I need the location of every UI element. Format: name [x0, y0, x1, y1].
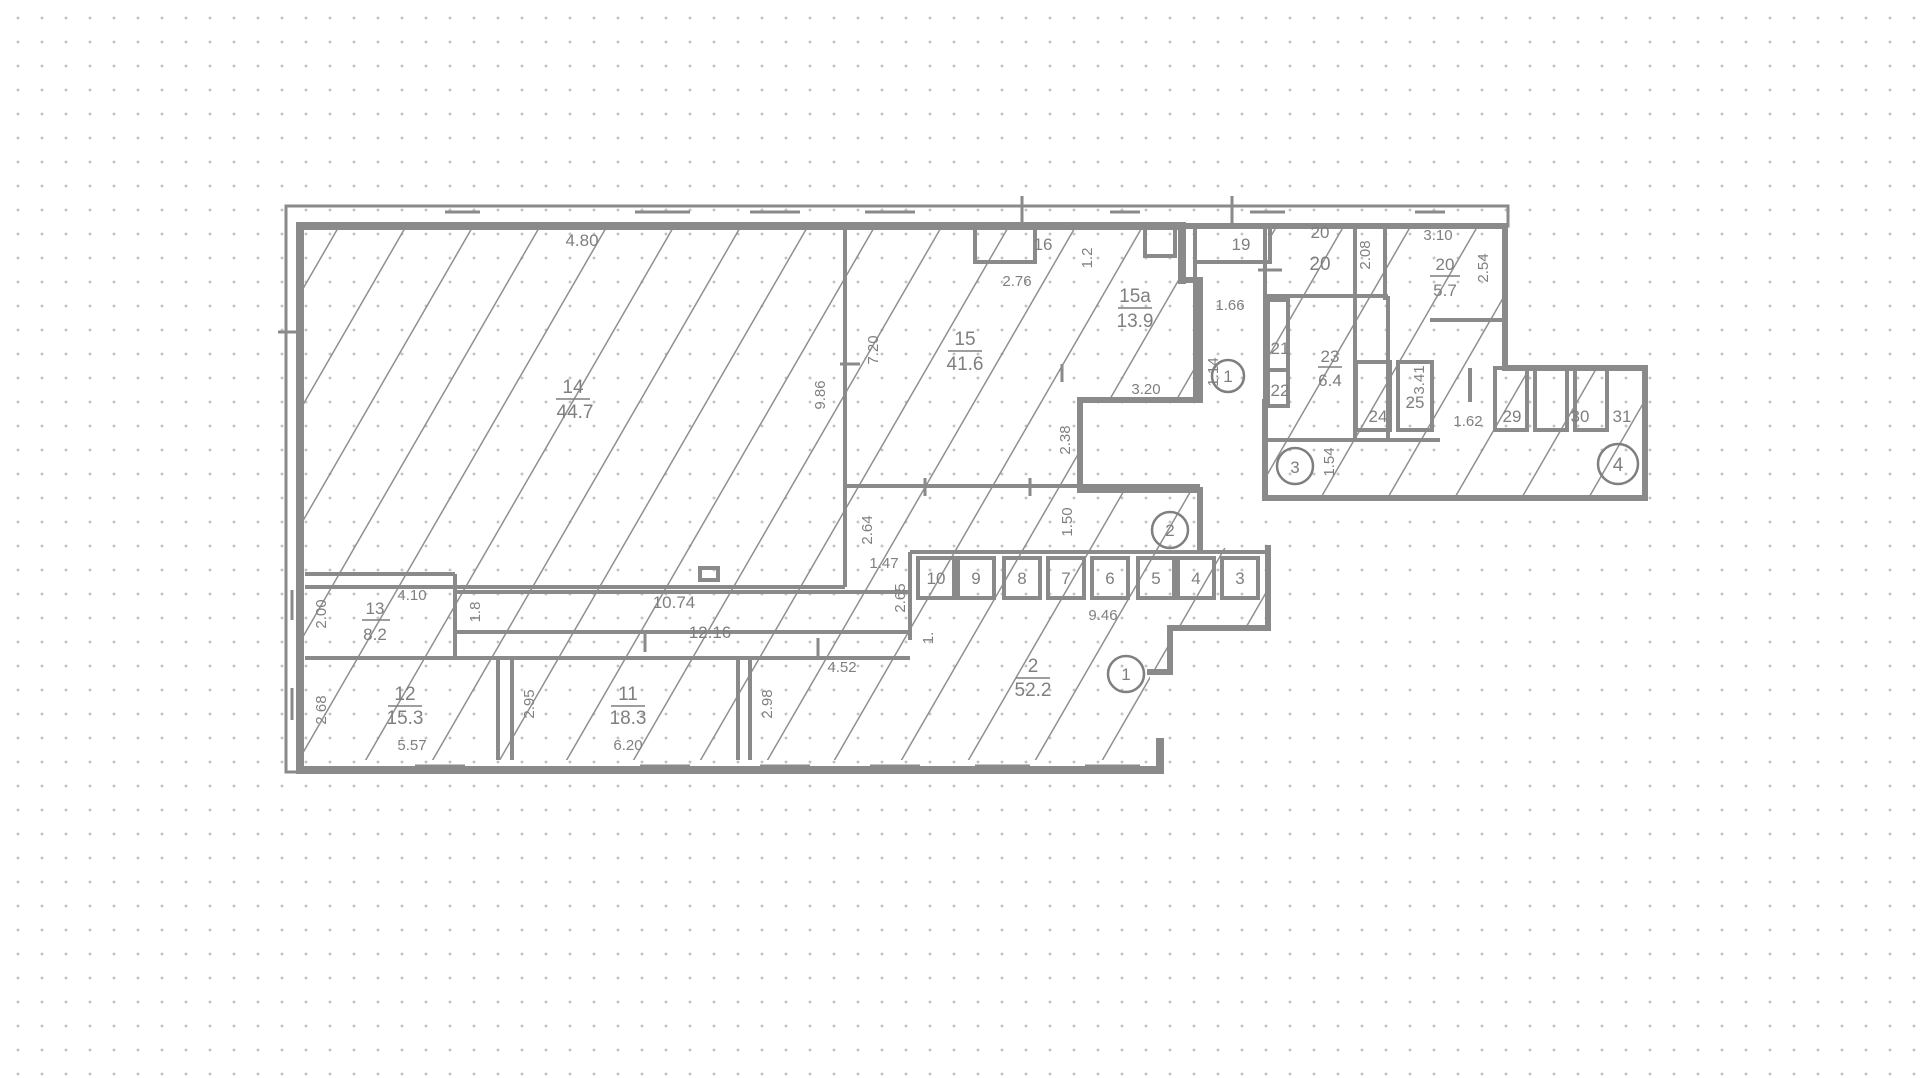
room-15a-number: 15а [1119, 286, 1151, 307]
section-mark-2-label: 2 [1165, 521, 1174, 540]
dim-1-2x: 1.2 [1079, 248, 1096, 269]
room-15-area: 41.6 [947, 354, 984, 375]
dim-2-65: 2.65 [892, 583, 909, 612]
dim-1-62: 1.62 [1453, 413, 1482, 430]
window-marks [278, 196, 1445, 768]
dim-1-partial: 1. [920, 632, 937, 645]
section-mark-3-label: 3 [1290, 458, 1299, 477]
cell-3-number: 3 [1235, 569, 1244, 588]
room-12-number: 12 [394, 684, 415, 705]
dimension-labels: 4.80 2.76 1.2 7.20 9.86 1.66 1.14 3.20 2… [313, 227, 1492, 754]
section-mark-circles [1106, 358, 1640, 694]
dim-3-41: 3.41 [1411, 365, 1428, 394]
dim-2-98: 2.98 [759, 689, 776, 718]
dim-3-20: 3.20 [1131, 381, 1160, 398]
room-15a-area: 13.9 [1117, 311, 1154, 332]
room-14-number: 14 [562, 377, 584, 398]
dim-1-50: 1.50 [1059, 507, 1076, 536]
dim-2-00: 2.00 [313, 599, 330, 628]
section-mark-circle-1 [1210, 358, 1246, 394]
dim-10-74: 10.74 [653, 593, 696, 612]
section-mark-circle-2 [1150, 510, 1190, 550]
section-mark-5-label: 1 [1121, 665, 1130, 684]
room-20b-area: 5.7 [1433, 281, 1457, 300]
dim-1-66: 1.66 [1215, 297, 1244, 314]
room-11-area: 18.3 [610, 708, 647, 729]
room-30-number: 30 [1571, 407, 1590, 426]
dim-4-80: 4.80 [565, 231, 598, 250]
outer-walls [284, 204, 1648, 774]
dim-6-20: 6.20 [613, 737, 642, 754]
storage-cell-labels: 10 9 8 7 6 5 4 3 [927, 569, 1245, 588]
dim-1-54: 1.54 [1321, 447, 1338, 476]
cell-10-number: 10 [927, 569, 946, 588]
room-23-number: 23 [1321, 347, 1340, 366]
room-2-number: 2 [1028, 656, 1039, 677]
room-12-area: 15.3 [387, 708, 424, 729]
dim-3-10: 3.10 [1423, 227, 1452, 244]
dim-9-46: 9.46 [1088, 607, 1117, 624]
dim-5-57: 5.57 [397, 737, 426, 754]
dim-1-14: 1.14 [1205, 357, 1222, 386]
dim-4-52: 4.52 [827, 659, 856, 676]
section-mark-circle-3 [1275, 446, 1315, 486]
storage-cells [916, 556, 1260, 600]
room-25-number: 25 [1406, 393, 1425, 412]
dim-7-20: 7.20 [865, 335, 882, 364]
section-mark-1-label: 1 [1223, 367, 1232, 386]
cell-9-number: 9 [971, 569, 980, 588]
cell-5-number: 5 [1151, 569, 1160, 588]
cell-6-number: 6 [1105, 569, 1114, 588]
dim-1-47: 1.47 [869, 555, 898, 572]
dim-2-68: 2.68 [313, 695, 330, 724]
room-13-number: 13 [366, 599, 385, 618]
room-13-area: 8.2 [363, 625, 387, 644]
room-20a-area: 20 [1309, 254, 1330, 275]
room-19-number: 19 [1232, 235, 1251, 254]
dim-1-8: 1.8 [467, 602, 484, 623]
room-29-number: 29 [1503, 407, 1522, 426]
room-15-number: 15 [954, 329, 975, 350]
room-labels: 14 44.7 15 41.6 15а 13.9 16 19 20 20 20 … [362, 223, 1631, 729]
room-11-number: 11 [618, 684, 638, 705]
cell-4-number: 4 [1191, 569, 1200, 588]
dim-2-54: 2.54 [1475, 253, 1492, 282]
dim-2-08: 2.08 [1357, 240, 1374, 269]
room-20b-number: 20 [1436, 255, 1455, 274]
room-24-number: 24 [1369, 407, 1388, 426]
section-mark-circle-5 [1106, 654, 1146, 694]
section-mark-4-label: 4 [1613, 455, 1624, 476]
room-22-number: 22 [1271, 381, 1290, 400]
room-21-number: 21 [1271, 339, 1290, 358]
dim-9-86: 9.86 [812, 380, 829, 409]
dim-2-95: 2.95 [521, 689, 538, 718]
section-mark-circle-4 [1596, 442, 1640, 486]
room-20-number: 20 [1311, 223, 1330, 242]
room-2-area: 52.2 [1015, 680, 1052, 701]
interior-walls [305, 224, 1609, 760]
dim-2-38: 2.38 [1057, 425, 1074, 454]
dim-2-76: 2.76 [1002, 273, 1031, 290]
room-14-area: 44.7 [557, 402, 594, 423]
room-31-number: 31 [1613, 407, 1632, 426]
dim-12-16: 12.16 [689, 623, 732, 642]
dim-4-10: 4.10 [397, 587, 426, 604]
room-23-area: 6.4 [1318, 371, 1342, 390]
dim-2-64: 2.64 [859, 515, 876, 544]
cell-7-number: 7 [1061, 569, 1070, 588]
cell-8-number: 8 [1017, 569, 1026, 588]
room-16-number: 16 [1034, 235, 1053, 254]
section-mark-labels: 1 2 3 4 1 [1121, 367, 1623, 684]
